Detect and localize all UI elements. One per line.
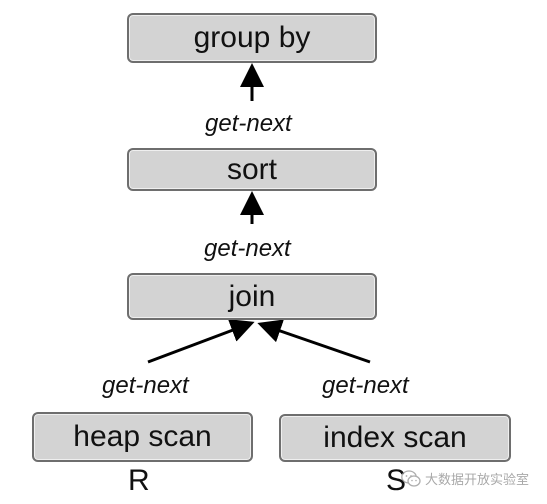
edge-label-sort-to-group-by: get-next — [205, 110, 292, 137]
arrow-index-to-join — [257, 319, 371, 364]
node-sort: sort — [127, 148, 377, 191]
node-heap-scan: heap scan — [32, 412, 253, 462]
arrow-heap-to-join — [147, 319, 255, 364]
edge-label-heap-to-join: get-next — [102, 372, 189, 399]
relation-s-label: S — [386, 464, 407, 497]
relation-r-label: R — [128, 464, 150, 497]
edge-label-join-to-sort: get-next — [204, 235, 291, 262]
wechat-icon — [401, 469, 421, 488]
watermark-text: 大数据开放实验室 — [425, 473, 530, 488]
node-index-scan: index scan — [279, 414, 511, 462]
edge-label-index-to-join: get-next — [322, 372, 409, 399]
node-group-by: group by — [127, 13, 377, 63]
watermark: 大数据开放实验室 — [401, 469, 529, 488]
node-join: join — [127, 273, 377, 320]
